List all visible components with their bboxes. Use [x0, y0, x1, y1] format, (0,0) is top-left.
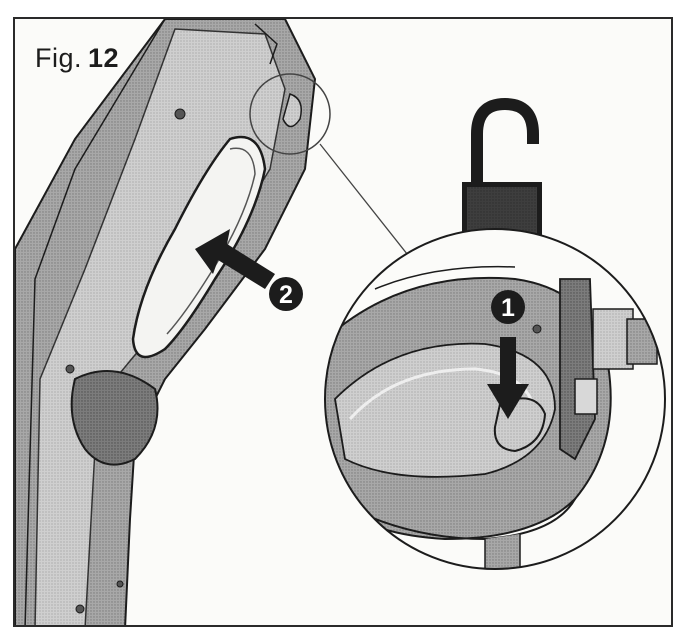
- zoom-detail: [324, 228, 666, 570]
- step-two-number: 2: [279, 281, 293, 309]
- leader-line: [319, 143, 416, 265]
- push-arrow-icon: [195, 229, 275, 289]
- step-one-badge: 1: [491, 290, 525, 324]
- figure-label-prefix: Fig.: [35, 43, 83, 73]
- figure-number: 12: [88, 43, 120, 73]
- press-down-arrow-icon: [487, 337, 529, 419]
- figure-frame: 1 2 Fig.12: [13, 17, 673, 627]
- unlocked-padlock-icon: [462, 97, 542, 244]
- detail-source-circle: [249, 73, 331, 155]
- figure-label: Fig.12: [35, 43, 119, 74]
- handle-body: [15, 19, 317, 625]
- step-two-badge: 2: [269, 277, 303, 311]
- illustration: 1 2: [15, 19, 666, 625]
- step-one-number: 1: [501, 294, 515, 322]
